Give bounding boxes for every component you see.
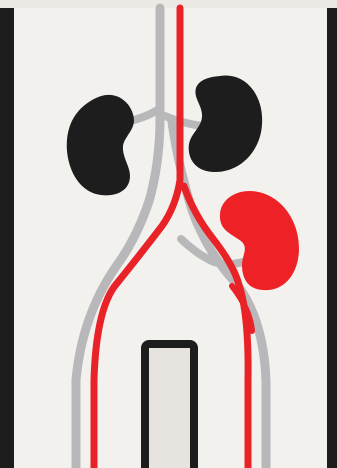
bladder-icon <box>145 344 194 468</box>
right-frame-bar <box>327 8 337 468</box>
left-frame-bar <box>0 8 14 468</box>
top-band <box>0 0 337 8</box>
bladder-body <box>145 344 194 468</box>
